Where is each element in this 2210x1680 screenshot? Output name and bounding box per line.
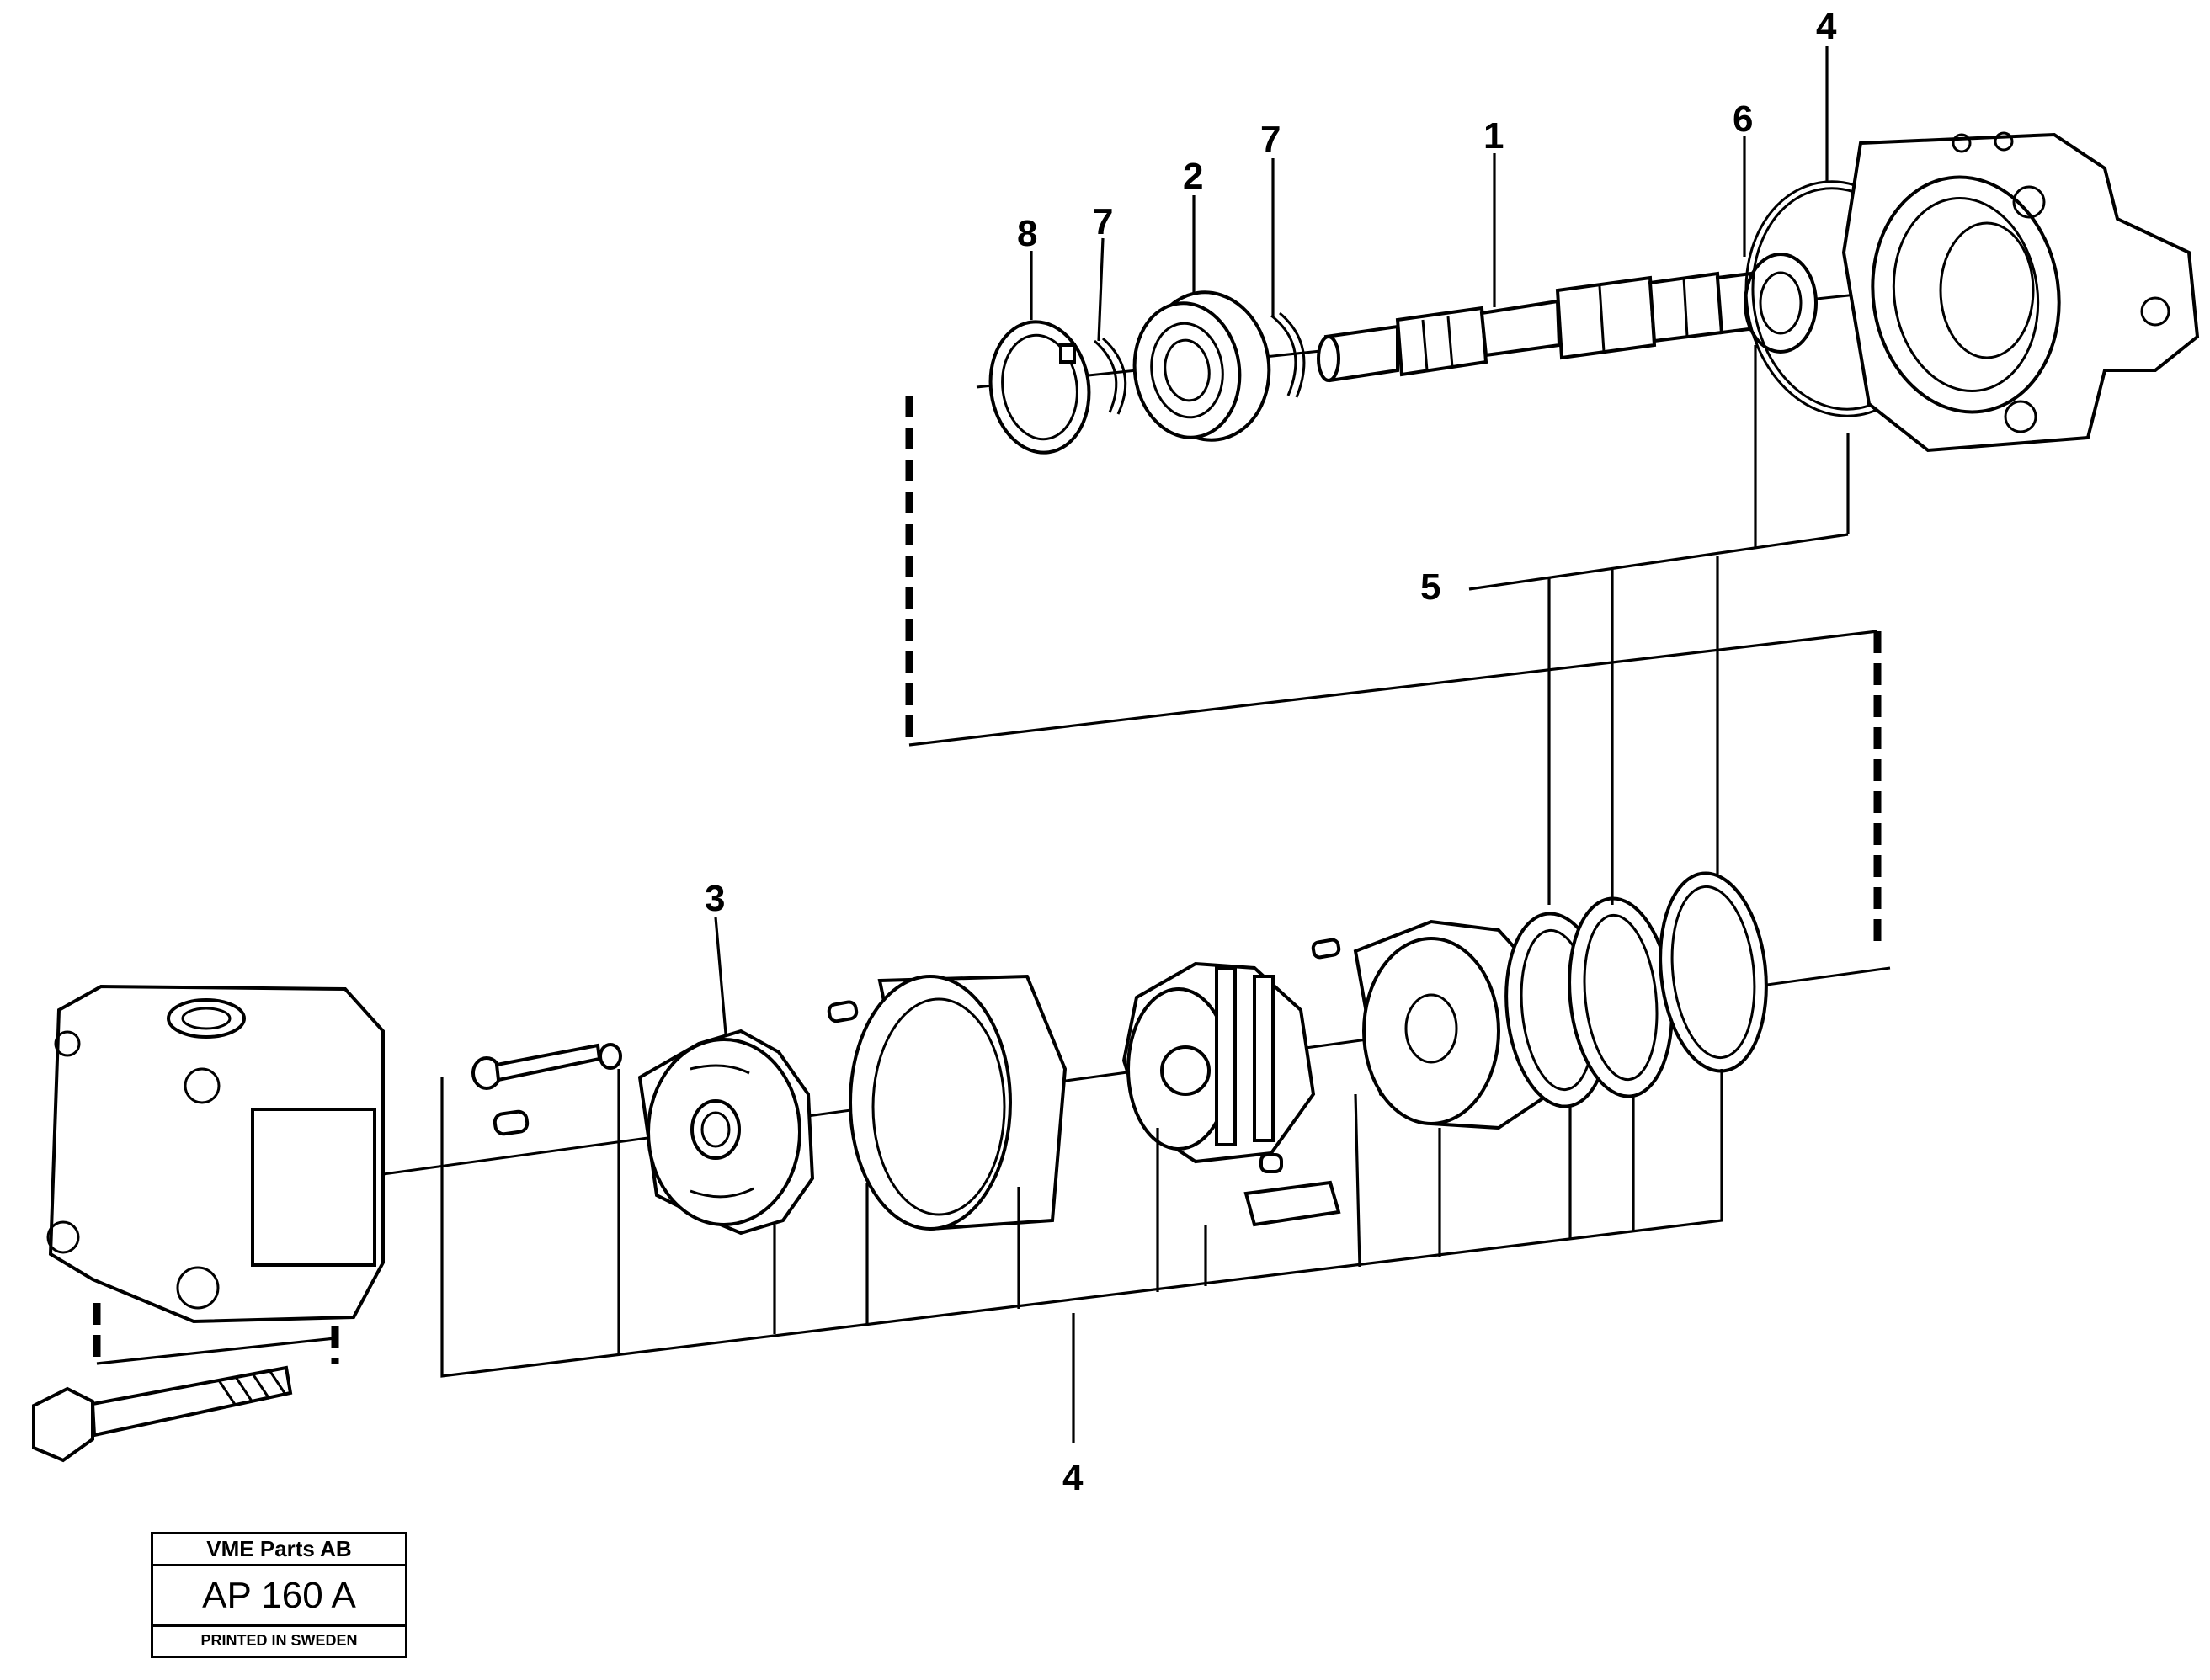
dowel-pin-rotor: [1259, 938, 1341, 1173]
end-plate-3: [637, 1029, 815, 1236]
cap-screw: [471, 1043, 622, 1090]
drive-shaft-1: [1317, 271, 1758, 383]
callout-8: 8: [1017, 213, 1037, 254]
title-block-code: AP 160 A: [153, 1566, 405, 1627]
ball-bearing-2: [1132, 290, 1271, 442]
callout-7-left: 7: [1093, 201, 1113, 242]
snap-ring-7-right: [1270, 311, 1306, 398]
leader-group-5: [1468, 345, 1850, 905]
callout-5: 5: [1420, 566, 1440, 608]
dowel-pin-cam: [827, 1000, 859, 1023]
cam-ring: [849, 974, 1068, 1231]
shaft-seal-6: [1744, 253, 1818, 354]
callout-4-bottom: 4: [1062, 1457, 1084, 1498]
callout-2: 2: [1183, 156, 1203, 197]
leader-group-4-bottom: [440, 1069, 1723, 1443]
rear-housing: [46, 984, 385, 1324]
o-ring-lower: [1659, 871, 1768, 1073]
callout-3: 3: [705, 878, 725, 919]
front-housing: [1841, 131, 2200, 453]
leader-7-left: [1097, 237, 1105, 342]
retaining-ring-8: [988, 320, 1091, 455]
snap-ring-7-left: [1094, 337, 1127, 415]
rotor-key: [1243, 1180, 1341, 1227]
title-block-printed: PRINTED IN SWEDEN: [200, 1632, 358, 1649]
title-block: VME Parts AB AP 160 A PRINTED IN SWEDEN: [151, 1532, 407, 1658]
dowel-pin-left: [493, 1109, 530, 1136]
rotor: [1121, 961, 1316, 1164]
callout-1: 1: [1483, 115, 1504, 157]
connector-upper-lower: [908, 630, 1878, 747]
long-bolt: [32, 1365, 293, 1463]
callout-4-top: 4: [1816, 6, 1837, 47]
callout-7-right: 7: [1260, 119, 1281, 160]
connector-bolt: [96, 1337, 336, 1365]
pressure-plate: [1353, 919, 1552, 1130]
callout-6: 6: [1733, 98, 1753, 140]
title-block-company: VME Parts AB: [153, 1534, 405, 1566]
leader-3: [714, 917, 727, 1034]
